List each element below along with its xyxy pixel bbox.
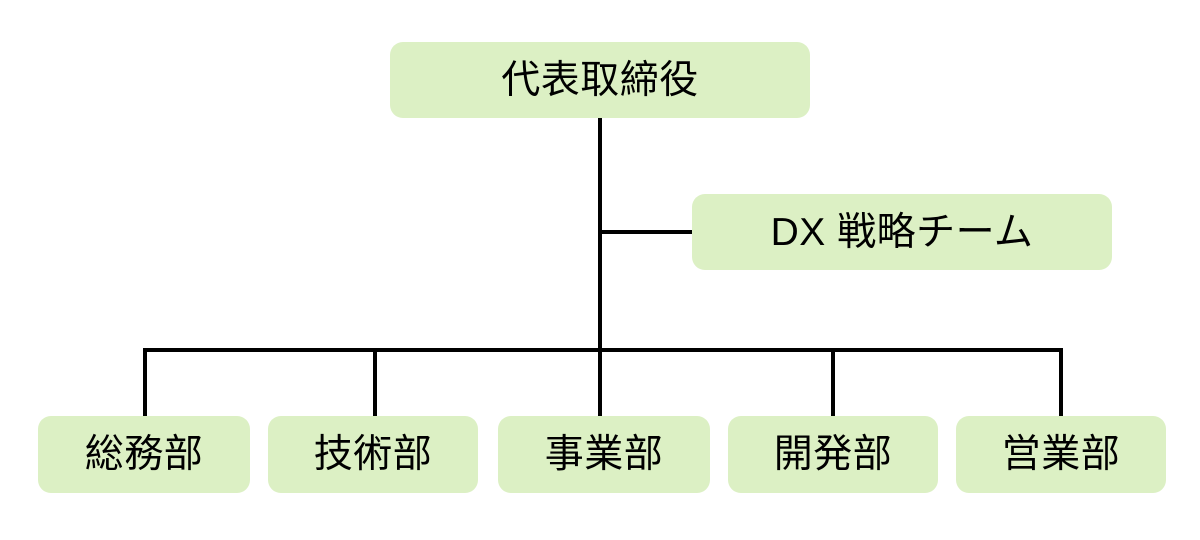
node-representative-director[interactable]: 代表取締役 (390, 42, 810, 118)
node-department-sales[interactable]: 営業部 (956, 416, 1166, 493)
node-label: 開発部 (773, 433, 893, 476)
node-label: 総務部 (84, 433, 204, 476)
node-label: 技術部 (313, 433, 433, 476)
connector-drop-gijutsubu (373, 348, 377, 416)
connector-drop-kaihatsubu (831, 348, 835, 416)
connector-department-bar (143, 348, 1063, 352)
node-label: 営業部 (1001, 433, 1121, 476)
connector-staff-horizontal (598, 230, 692, 234)
node-department-business[interactable]: 事業部 (498, 416, 710, 493)
node-label: 代表取締役 (501, 58, 699, 102)
node-department-technology[interactable]: 技術部 (268, 416, 478, 493)
connector-drop-eigyoubu (1059, 348, 1063, 416)
node-department-general-affairs[interactable]: 総務部 (38, 416, 250, 493)
node-label: DX 戦略チーム (770, 210, 1034, 254)
connector-trunk-vertical (598, 118, 602, 416)
connector-drop-soumubu (143, 348, 147, 416)
node-dx-strategy-team[interactable]: DX 戦略チーム (692, 194, 1112, 270)
node-department-development[interactable]: 開発部 (728, 416, 938, 493)
node-label: 事業部 (544, 433, 664, 476)
